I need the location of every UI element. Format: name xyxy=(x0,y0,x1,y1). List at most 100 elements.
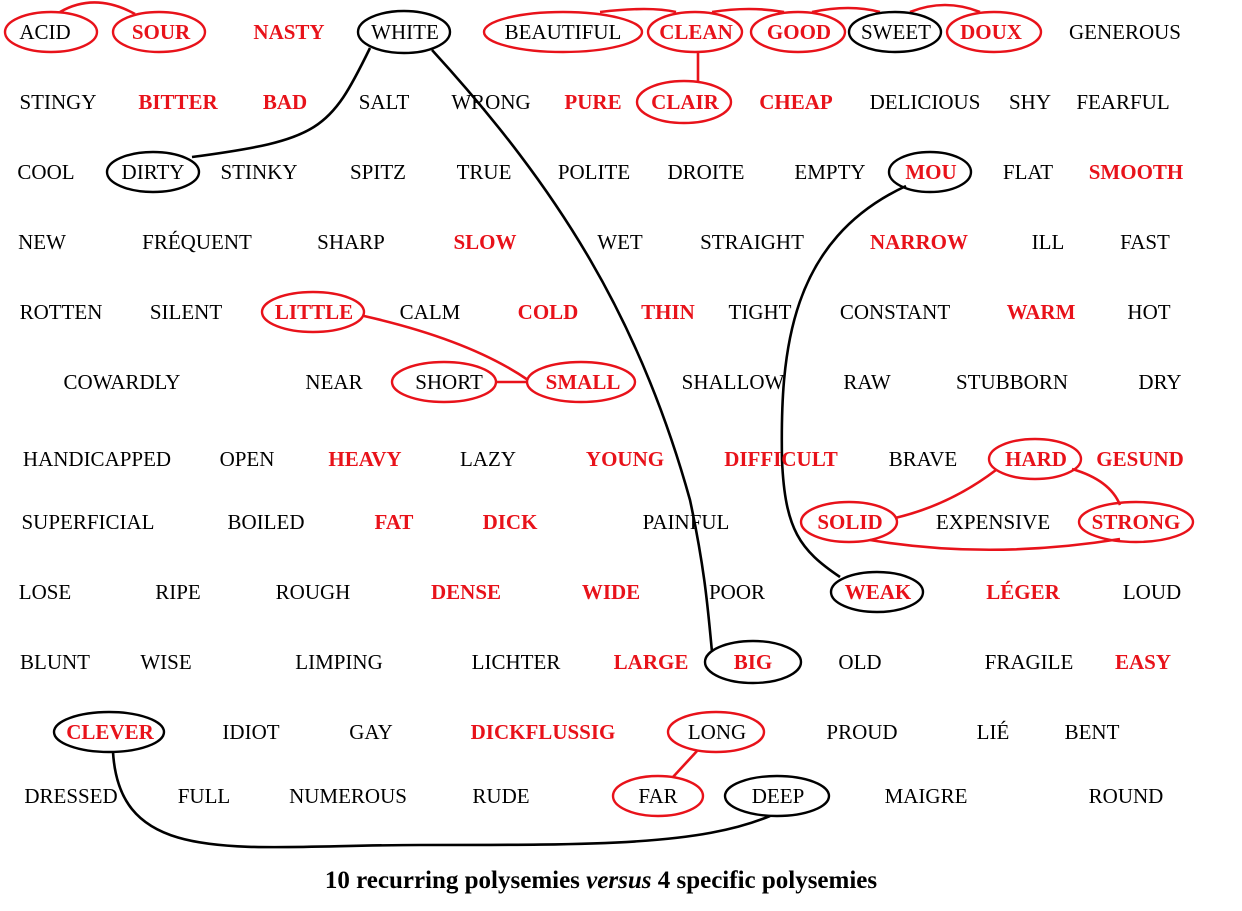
word-idiot: IDIOT xyxy=(222,720,279,744)
word-bitter: BITTER xyxy=(138,90,218,114)
word-gay: GAY xyxy=(349,720,393,744)
link-sweet-doux xyxy=(909,3,981,14)
word-big: BIG xyxy=(734,650,773,674)
word-raw: RAW xyxy=(843,370,890,394)
word-dick: DICK xyxy=(483,510,539,534)
word-hot: HOT xyxy=(1127,300,1170,324)
word-stinky: STINKY xyxy=(221,160,298,184)
word-small: SMALL xyxy=(546,370,621,394)
word-full: FULL xyxy=(178,784,231,808)
word-narrow: NARROW xyxy=(870,230,968,254)
word-dickflussig: DICKFLUSSIG xyxy=(471,720,616,744)
polysemy-links xyxy=(59,1,1122,849)
ellipse-clair xyxy=(635,79,733,125)
word-fast: FAST xyxy=(1120,230,1170,254)
word-constant: CONSTANT xyxy=(840,300,950,324)
word-proud: PROUD xyxy=(826,720,897,744)
ellipse-dirty xyxy=(105,150,201,194)
word-short: SHORT xyxy=(415,370,483,394)
word-round: ROUND xyxy=(1089,784,1164,808)
word-flat: FLAT xyxy=(1003,160,1053,184)
caption-part-2: 4 specific polysemies xyxy=(651,867,877,894)
word-thin: THIN xyxy=(641,300,695,324)
ellipse-solid xyxy=(799,500,899,544)
word-dry: DRY xyxy=(1138,370,1181,394)
word-smooth: SMOOTH xyxy=(1089,160,1184,184)
word-delicious: DELICIOUS xyxy=(870,90,981,114)
word-cool: COOL xyxy=(17,160,74,184)
word-straight: STRAIGHT xyxy=(700,230,804,254)
word-clair: CLAIR xyxy=(651,90,720,114)
word-stubborn: STUBBORN xyxy=(956,370,1068,394)
ellipse-long xyxy=(666,710,766,754)
word-cheap: CHEAP xyxy=(759,90,833,114)
ellipse-hard xyxy=(987,437,1083,481)
word-cold: COLD xyxy=(518,300,579,324)
word-bad: BAD xyxy=(263,90,307,114)
word-hard: HARD xyxy=(1005,447,1067,471)
ellipse-far xyxy=(611,774,705,818)
ellipse-clever xyxy=(52,710,166,754)
word-young: YOUNG xyxy=(586,447,664,471)
link-mou-weak xyxy=(780,184,907,579)
word-rough: ROUGH xyxy=(276,580,351,604)
ellipse-small xyxy=(525,360,637,404)
caption-part-1: 10 recurring polysemies xyxy=(325,867,586,894)
word-wide: WIDE xyxy=(582,580,640,604)
word-shy: SHY xyxy=(1009,90,1051,114)
word-limping: LIMPING xyxy=(295,650,383,674)
word-salt: SALT xyxy=(359,90,410,114)
word-difficult: DIFFICULT xyxy=(724,447,838,471)
ellipse-good xyxy=(749,10,847,54)
word-droite: DROITE xyxy=(668,160,745,184)
word-clean: CLEAN xyxy=(659,20,733,44)
word-dense: DENSE xyxy=(431,580,501,604)
word-little: LITTLE xyxy=(275,300,353,324)
ellipse-short xyxy=(390,360,498,404)
word-frequent: FRÉQUENT xyxy=(142,230,252,254)
word-slow: SLOW xyxy=(453,230,516,254)
link-clever-deep xyxy=(111,751,771,849)
word-handicapped: HANDICAPPED xyxy=(23,447,171,471)
ellipse-white xyxy=(356,9,452,55)
ellipse-mou xyxy=(887,150,973,194)
ellipse-strong xyxy=(1077,500,1195,544)
link-little-small xyxy=(363,314,529,382)
word-large: LARGE xyxy=(614,650,689,674)
word-ripe: RIPE xyxy=(155,580,201,604)
word-easy: EASY xyxy=(1115,650,1171,674)
word-lazy: LAZY xyxy=(460,447,516,471)
word-rude: RUDE xyxy=(472,784,529,808)
word-open: OPEN xyxy=(220,447,275,471)
word-warm: WARM xyxy=(1007,300,1076,324)
ellipse-sweet xyxy=(847,10,943,54)
word-lichter: LICHTER xyxy=(472,650,561,674)
link-hard-solid xyxy=(894,468,997,520)
ellipse-little xyxy=(260,290,366,334)
word-sour: SOUR xyxy=(132,20,191,44)
word-blunt: BLUNT xyxy=(20,650,90,674)
word-lie: LIÉ xyxy=(977,720,1010,744)
caption-emphasis: versus xyxy=(586,867,651,894)
word-fat: FAT xyxy=(375,510,414,534)
word-leger: LÉGER xyxy=(986,580,1060,604)
ellipse-weak xyxy=(829,570,925,614)
figure-caption: 10 recurring polysemies versus 4 specifi… xyxy=(325,867,878,894)
ellipse-sour xyxy=(111,10,207,54)
word-deep: DEEP xyxy=(752,784,805,808)
word-near: NEAR xyxy=(305,370,362,394)
link-long-far xyxy=(672,750,698,778)
word-calm: CALM xyxy=(400,300,461,324)
word-numerous: NUMEROUS xyxy=(289,784,407,808)
word-spitz: SPITZ xyxy=(350,160,406,184)
link-hard-strong xyxy=(1071,467,1122,506)
word-polite: POLITE xyxy=(558,160,630,184)
word-mou: MOU xyxy=(905,160,956,184)
word-ellipses xyxy=(3,9,1195,818)
word-strong: STRONG xyxy=(1092,510,1181,534)
ellipse-doux xyxy=(945,10,1043,54)
word-pure: PURE xyxy=(564,90,621,114)
link-beautiful-clean xyxy=(599,7,677,14)
word-lose: LOSE xyxy=(19,580,72,604)
